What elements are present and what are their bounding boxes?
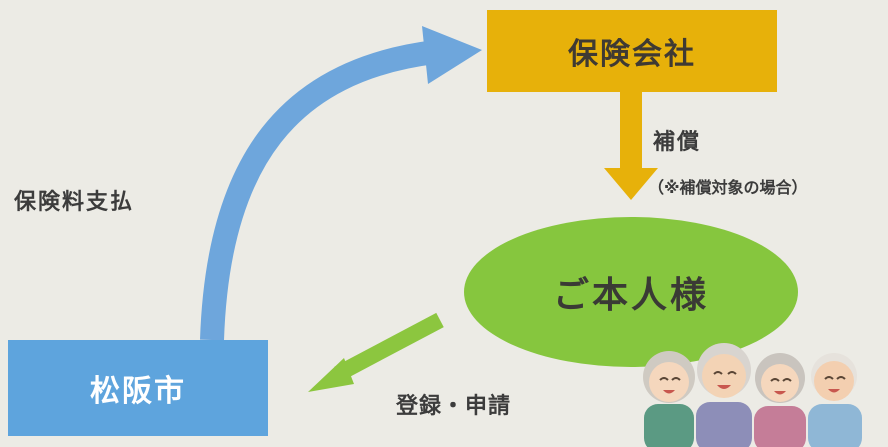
elderly-person-3 [754, 353, 806, 447]
insurer-box: 保険会社 [487, 10, 777, 92]
elderly-person-2 [696, 343, 752, 447]
premium-payment-arrowhead [422, 26, 482, 84]
registration-label: 登録・申請 [396, 394, 512, 419]
elderly-person-4 [808, 353, 862, 447]
city-label: 松阪市 [90, 374, 186, 409]
compensation-arrowhead [604, 168, 658, 200]
compensation-arrow [620, 92, 642, 170]
person-label: ご本人様 [552, 275, 709, 316]
insurer-label: 保険会社 [568, 37, 696, 72]
premium-payment-arrow [200, 40, 437, 341]
premium-payment-label: 保険料支払 [14, 190, 135, 215]
compensation-note-label: （※補償対象の場合） [648, 178, 808, 197]
compensation-label: 補償 [653, 130, 702, 155]
registration-arrow [334, 312, 444, 382]
elderly-people-illustration [643, 343, 862, 447]
person-ellipse: ご本人様 [464, 217, 798, 367]
elderly-person-1 [643, 351, 695, 447]
registration-arrowhead [308, 358, 354, 392]
city-box: 松阪市 [8, 340, 268, 436]
